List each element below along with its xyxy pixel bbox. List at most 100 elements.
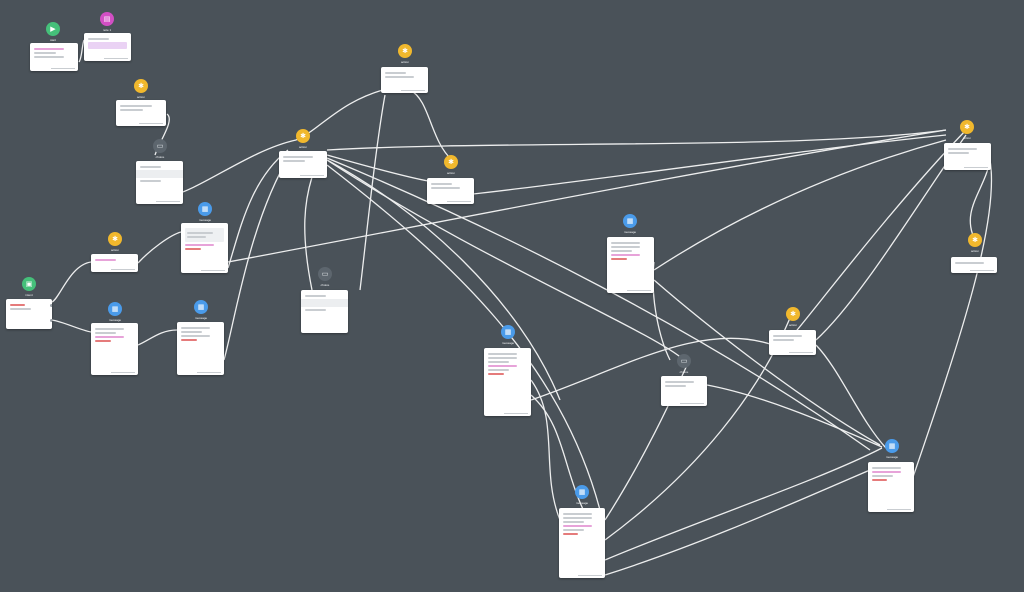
card-line xyxy=(773,339,795,341)
card-line xyxy=(563,533,579,535)
message-card[interactable] xyxy=(559,508,605,578)
node-title: action xyxy=(400,60,410,64)
card-footer xyxy=(111,371,135,373)
card-line xyxy=(385,76,415,78)
card-line xyxy=(948,152,970,154)
card-line xyxy=(611,242,641,244)
choice-card[interactable] xyxy=(136,161,183,204)
card-line xyxy=(95,336,125,338)
card-line xyxy=(431,183,453,185)
note-card[interactable] xyxy=(84,33,131,61)
card-line xyxy=(120,105,152,107)
node-title: choice xyxy=(155,155,165,159)
card-line xyxy=(665,385,686,387)
bulb-icon: ✱ xyxy=(108,232,122,246)
node-title: message xyxy=(108,318,122,322)
bulb-icon: ✱ xyxy=(444,155,458,169)
node-title: action xyxy=(788,323,798,327)
chat-icon: ▭ xyxy=(677,354,691,368)
message-icon: ▦ xyxy=(885,439,899,453)
card-footer xyxy=(970,269,994,271)
card-footer xyxy=(401,89,425,91)
play-icon: ▶ xyxy=(46,22,60,36)
card-footer xyxy=(504,412,528,414)
action-card[interactable] xyxy=(769,330,816,355)
card-line xyxy=(185,248,201,250)
bulb-icon: ✱ xyxy=(960,120,974,134)
node-title: action xyxy=(136,95,146,99)
intent-icon: ▣ xyxy=(22,277,36,291)
card-line xyxy=(563,517,592,519)
card-line xyxy=(773,335,803,337)
card-line xyxy=(955,262,984,264)
message-icon: ▦ xyxy=(501,325,515,339)
message-icon: ▦ xyxy=(575,485,589,499)
card-line xyxy=(563,525,592,527)
card-footer xyxy=(104,57,128,59)
node-title: action xyxy=(446,171,456,175)
choice-option-selected[interactable] xyxy=(301,299,348,307)
card-footer xyxy=(300,174,324,176)
action-card[interactable] xyxy=(91,254,138,272)
action-card[interactable] xyxy=(381,67,428,93)
card-line xyxy=(10,304,26,306)
card-line xyxy=(488,353,518,355)
card-footer xyxy=(197,371,221,373)
output-port[interactable] xyxy=(50,319,52,322)
message-icon: ▦ xyxy=(198,202,212,216)
message-icon: ▦ xyxy=(623,214,637,228)
action-card[interactable] xyxy=(116,100,166,126)
node-title: action xyxy=(970,249,980,253)
card-line xyxy=(140,180,162,182)
action-card[interactable] xyxy=(427,178,474,204)
card-line xyxy=(563,521,584,523)
node-title: note 1 xyxy=(102,28,112,32)
card-line xyxy=(95,259,117,261)
message-card[interactable] xyxy=(177,322,224,375)
message-icon: ▦ xyxy=(194,300,208,314)
node-title: message xyxy=(885,455,899,459)
message-card[interactable] xyxy=(484,348,531,416)
card-line xyxy=(488,369,510,371)
card-line xyxy=(611,254,641,256)
card-line xyxy=(10,308,31,310)
card-line xyxy=(385,72,407,74)
node-title: message xyxy=(575,501,589,505)
card-line xyxy=(488,373,504,375)
message-text xyxy=(185,228,224,242)
card-footer xyxy=(447,200,471,202)
choice-option-selected[interactable] xyxy=(136,170,183,178)
bulb-icon: ✱ xyxy=(786,307,800,321)
card-footer xyxy=(156,200,180,202)
choice-card[interactable] xyxy=(301,290,348,333)
card-line xyxy=(563,513,592,515)
choice-card[interactable] xyxy=(661,376,707,406)
message-card[interactable] xyxy=(607,237,654,293)
message-card[interactable] xyxy=(868,462,914,512)
card-footer xyxy=(51,67,75,69)
output-port[interactable] xyxy=(50,304,52,307)
card-line xyxy=(488,361,510,363)
card-line xyxy=(181,331,203,333)
card-line xyxy=(431,187,461,189)
action-card[interactable] xyxy=(279,151,327,178)
intent-card[interactable] xyxy=(6,299,52,329)
start-card[interactable] xyxy=(30,43,78,71)
card-footer xyxy=(201,269,225,271)
card-footer xyxy=(139,122,163,124)
card-footer xyxy=(578,574,602,576)
action-card[interactable] xyxy=(944,143,991,170)
card-line xyxy=(872,479,888,481)
card-line xyxy=(88,38,110,40)
message-card[interactable] xyxy=(91,323,138,375)
card-line xyxy=(872,467,901,469)
card-footer xyxy=(789,351,813,353)
card-line xyxy=(305,309,327,311)
message-card[interactable] xyxy=(181,223,228,273)
card-line xyxy=(34,52,56,54)
card-line xyxy=(948,148,978,150)
card-line xyxy=(120,109,144,111)
action-card[interactable] xyxy=(951,257,997,273)
node-title: action xyxy=(962,136,972,140)
